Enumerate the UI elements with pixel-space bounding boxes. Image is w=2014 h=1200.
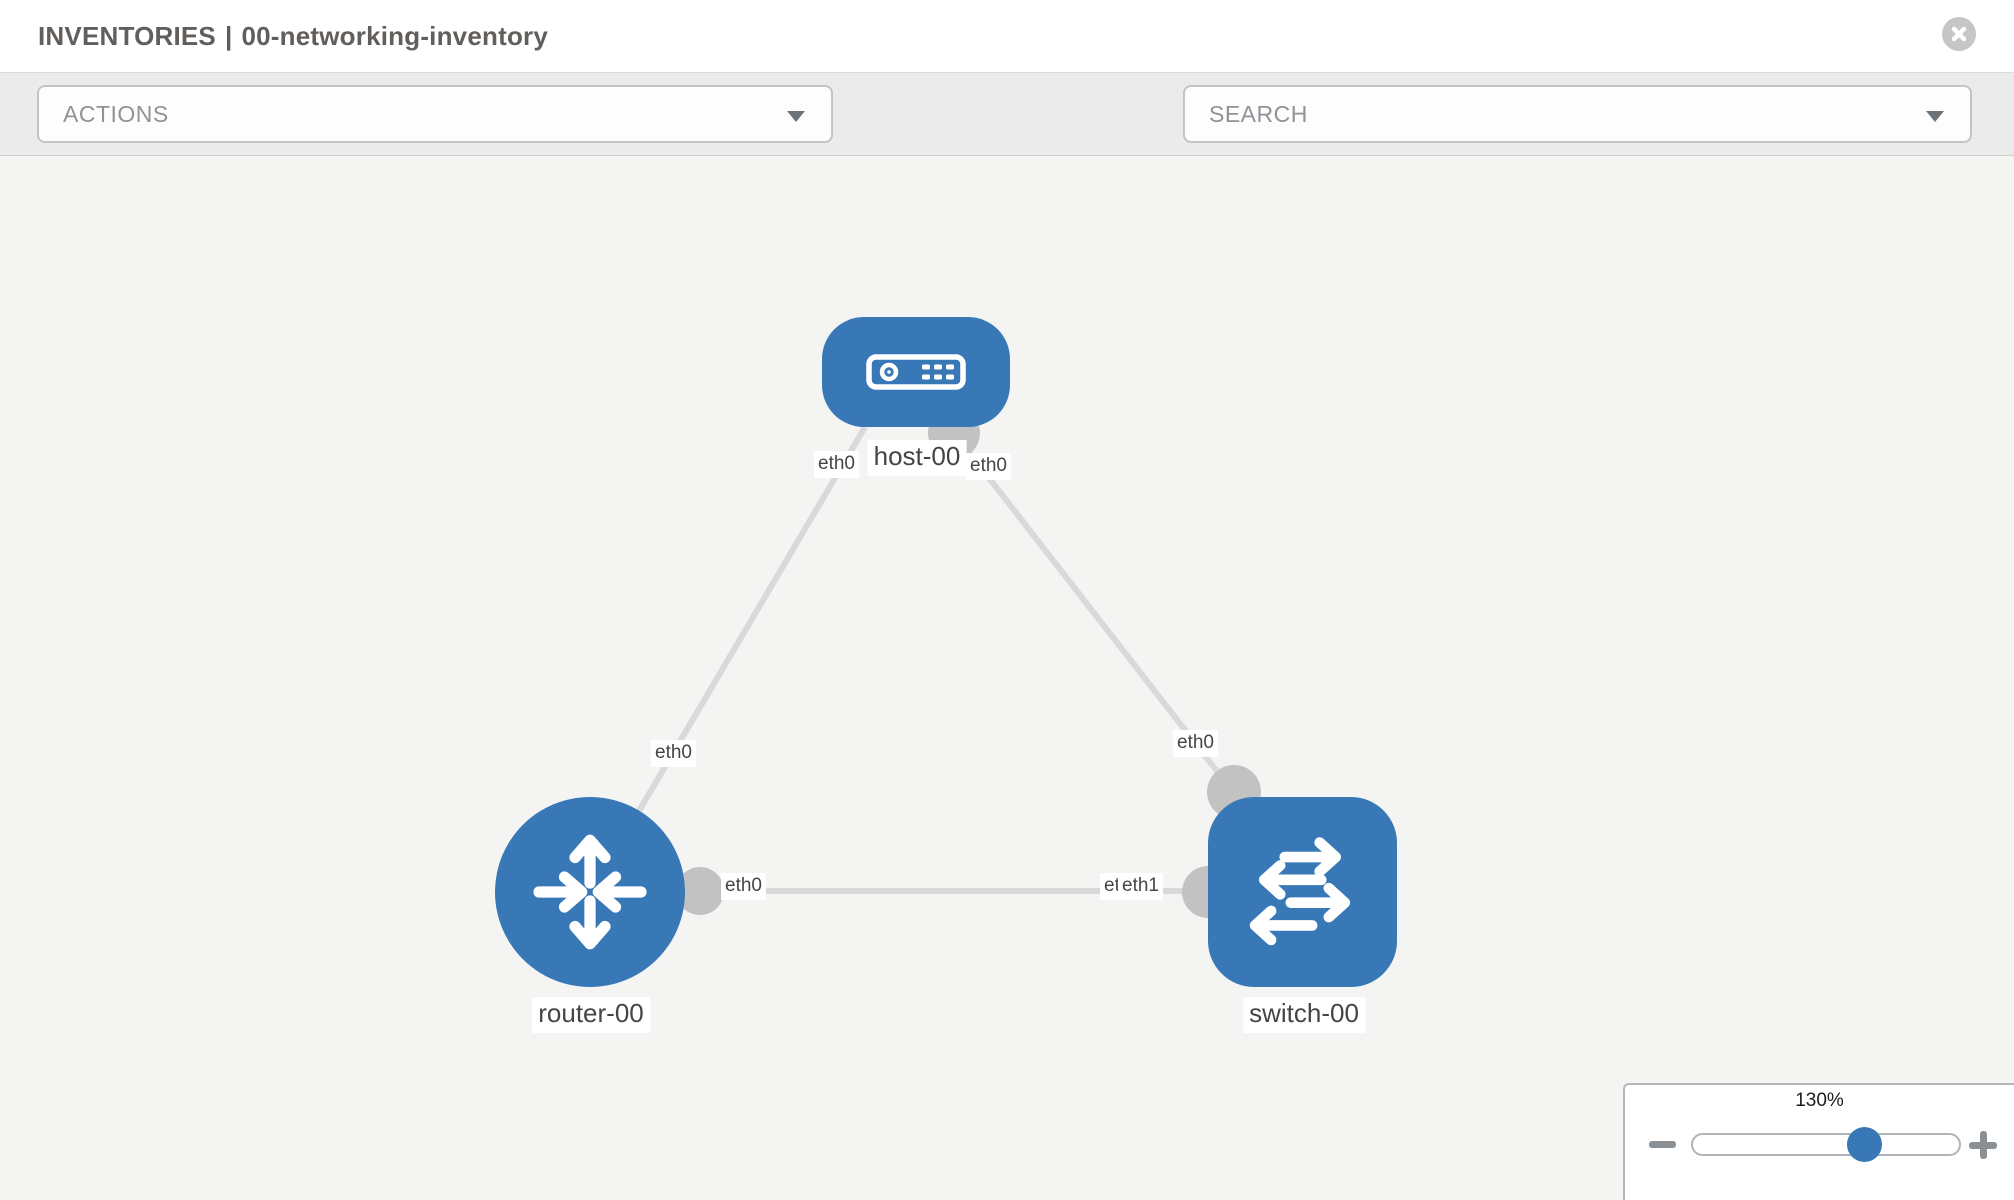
node-label-host-00: host-00 bbox=[867, 440, 967, 477]
zoom-out-button[interactable] bbox=[1649, 1141, 1676, 1148]
node-router-00[interactable] bbox=[495, 797, 685, 987]
interface-label-occluded: eth0 bbox=[1100, 873, 1122, 900]
breadcrumb-section: INVENTORIES bbox=[38, 20, 216, 51]
interface-label: eth0 bbox=[814, 451, 859, 478]
node-label-switch-00: switch-00 bbox=[1243, 997, 1365, 1034]
search-dropdown-placeholder: SEARCH bbox=[1209, 100, 1308, 127]
zoom-slider-track[interactable] bbox=[1691, 1133, 1961, 1156]
search-dropdown[interactable]: SEARCH bbox=[1183, 85, 1972, 143]
zoom-slider-handle[interactable] bbox=[1847, 1127, 1882, 1162]
node-switch-00[interactable] bbox=[1208, 797, 1397, 987]
zoom-level-value: 130% bbox=[1795, 1090, 1844, 1111]
actions-dropdown-label: ACTIONS bbox=[63, 100, 169, 127]
toolbar: ACTIONS SEARCH bbox=[0, 72, 2014, 207]
node-host-00[interactable] bbox=[822, 317, 1010, 427]
actions-dropdown[interactable]: ACTIONS bbox=[37, 85, 833, 143]
host-icon bbox=[866, 354, 966, 390]
zoom-in-button[interactable] bbox=[1969, 1131, 1997, 1159]
close-button[interactable] bbox=[1942, 17, 1976, 51]
interface-label: eth1 bbox=[1118, 873, 1163, 900]
connector-router-eth0 bbox=[676, 867, 724, 915]
node-label-router-00: router-00 bbox=[532, 997, 650, 1034]
breadcrumb-inventory-name: 00-networking-inventory bbox=[241, 20, 549, 51]
close-icon bbox=[1951, 26, 1967, 42]
topology-links-layer bbox=[636, 407, 1261, 918]
chevron-down-icon bbox=[787, 111, 805, 122]
interface-label: eth0 bbox=[1173, 730, 1218, 757]
chevron-down-icon bbox=[1926, 111, 1944, 122]
interface-label: eth0 bbox=[966, 453, 1011, 480]
interface-label: eth0 bbox=[651, 740, 696, 767]
page-title: INVENTORIES | 00-networking-inventory bbox=[38, 0, 557, 72]
interface-label: eth0 bbox=[721, 873, 766, 900]
topology-canvas[interactable]: eth0 host-00 eth0 eth0 eth0 eth0 eth0 et… bbox=[0, 156, 2014, 1200]
switch-icon bbox=[1249, 837, 1350, 946]
router-icon bbox=[533, 834, 647, 950]
window-header: INVENTORIES | 00-networking-inventory bbox=[0, 0, 2014, 72]
zoom-control-panel: 130% bbox=[1623, 1083, 2014, 1200]
breadcrumb-separator: | bbox=[224, 20, 233, 51]
